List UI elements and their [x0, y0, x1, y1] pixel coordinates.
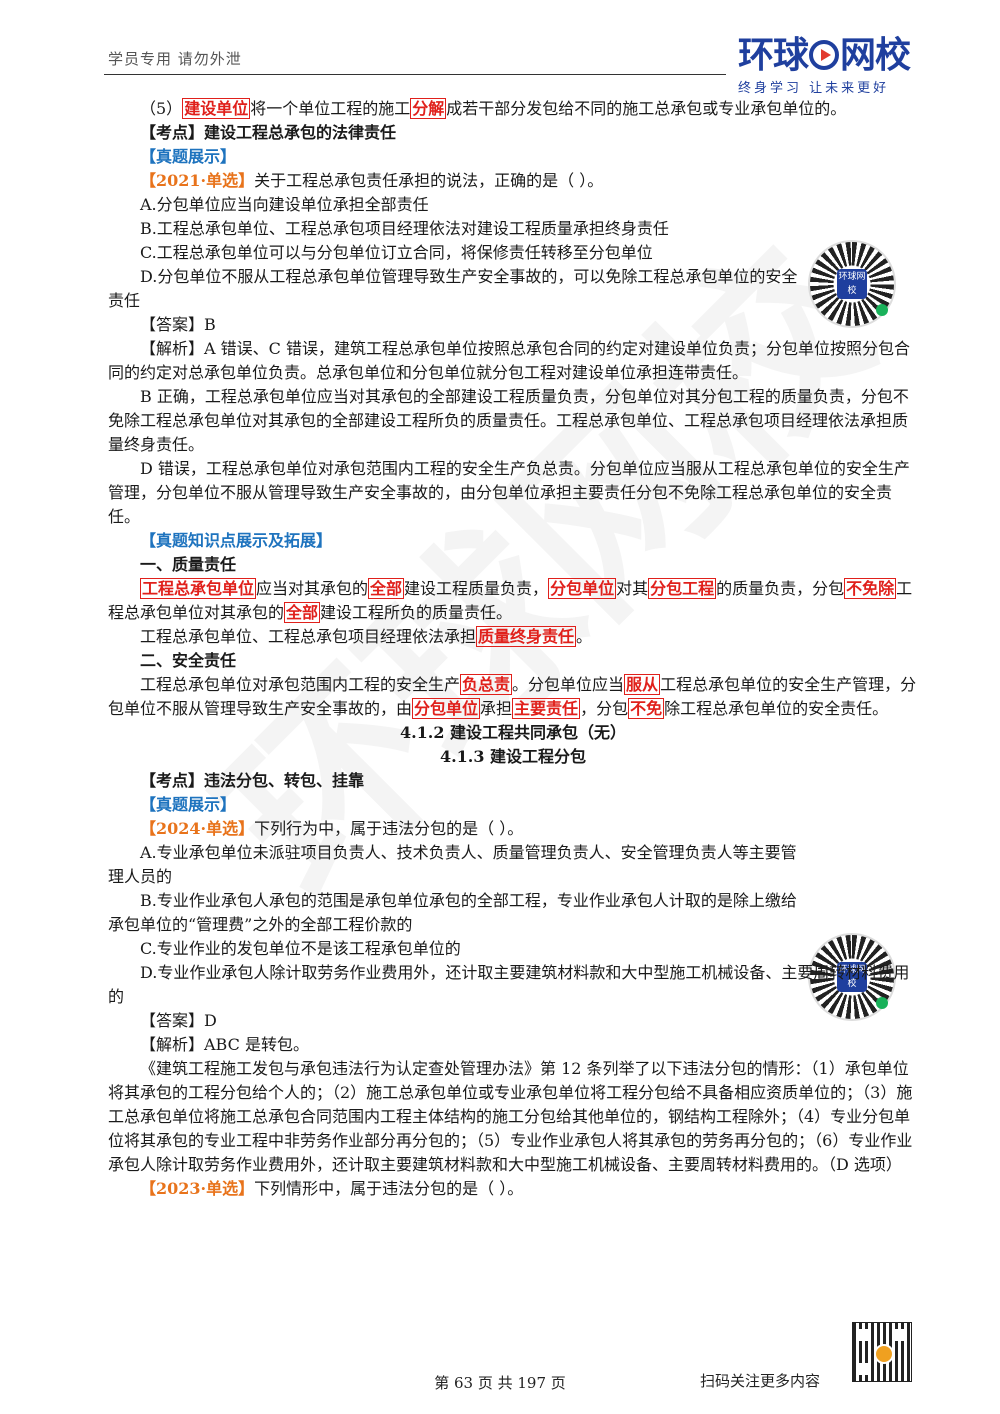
quality-paragraph: 工程总承包单位应当对其承包的全部建设工程质量负责，分包单位对其分包工程的质量负责… — [108, 578, 913, 623]
question-text: 下列行为中，属于违法分包的是（ ）。 — [254, 819, 524, 838]
section-heading-413: 4.1.3 建设工程分包 — [439, 747, 587, 766]
zhenti-heading: 【真题展示】 — [140, 147, 237, 166]
tuozhan-heading: 【真题知识点展示及拓展】 — [140, 531, 333, 550]
analysis-paragraph: 【解析】A 错误、C 错误，建筑工程总承包单位按照总承包合同的约定对建设单位负责… — [108, 339, 910, 382]
logo-text-b: 网校 — [840, 35, 911, 76]
intro-paragraph: （5）建设单位将一个单位工程的施工分解成若干部分发包给不同的施工总承包或专业承包… — [108, 97, 918, 121]
qr-badge: 环球网校 — [837, 269, 867, 299]
analysis-paragraph: B 正确，工程总承包单位应当对其承包的全部建设工程质量负责，分包单位对其分包工程… — [108, 387, 909, 454]
option-b: B.工程总承包单位、工程总承包项目经理依法对建设工程质量承担终身责任 — [140, 219, 669, 238]
option-d: D.专业作业承包人除计取劳务作业费用外，还计取主要建筑材料款和大中型施工机械设备… — [108, 963, 910, 1006]
header-notice: 学员专用 请勿外泄 — [108, 50, 242, 68]
analysis-paragraph: 【解析】ABC 是转包。 — [140, 1035, 309, 1054]
play-icon — [809, 40, 840, 70]
zhenti-heading: 【真题展示】 — [140, 795, 237, 814]
intro-text: 成若干部分发包给不同的施工总承包或专业承包单位的。 — [446, 99, 847, 118]
qr-code-2[interactable]: 环球网校 — [808, 933, 896, 1021]
footer-qr-code[interactable] — [852, 1322, 912, 1382]
kaodian-heading: 【考点】违法分包、转包、挂靠 — [140, 771, 365, 790]
answer: 【答案】D — [140, 1011, 217, 1030]
quality-paragraph: 工程总承包单位、工程总承包项目经理依法承担质量终身责任。 — [140, 626, 593, 647]
page-number: 第 63 页 共 197 页 — [434, 1374, 566, 1392]
safety-heading: 二、安全责任 — [140, 651, 237, 670]
question-text: 下列情形中，属于违法分包的是（ ）。 — [254, 1179, 524, 1198]
option-a: A.专业承包单位未派驻项目负责人、技术负责人、质量管理负责人、安全管理负责人等主… — [108, 843, 797, 886]
logo-text-a: 环球 — [738, 35, 809, 76]
question-tag: 【2023·单选】 — [140, 1179, 255, 1198]
intro-prefix: （5） — [140, 99, 183, 118]
qr-logo-icon — [874, 1344, 894, 1364]
intro-text: 将一个单位工程的施工 — [250, 99, 411, 118]
question-tag: 【2021·单选】 — [140, 171, 255, 190]
header-divider — [104, 74, 726, 75]
question-tag: 【2024·单选】 — [140, 819, 255, 838]
analysis-paragraph: D 错误，工程总承包单位对承包范围内工程的安全生产负总责。分包单位应当服从工程总… — [108, 459, 910, 526]
document-body: （5）建设单位将一个单位工程的施工分解成若干部分发包给不同的施工总承包或专业承包… — [108, 97, 918, 1201]
mini-program-icon — [876, 997, 888, 1009]
option-c: C.工程总承包单位可以与分包单位订立合同，将保修责任转移至分包单位 — [140, 243, 653, 262]
logo-slogan: 终身学习 让未来更好 — [738, 81, 890, 96]
section-heading-412: 4.1.2 建设工程共同承包（无） — [399, 723, 627, 742]
law-paragraph: 《建筑工程施工发包与承包违法行为认定查处管理办法》第 12 条列举了以下违法分包… — [108, 1059, 913, 1174]
option-c: C.专业作业的发包单位不是该工程承包单位的 — [140, 939, 461, 958]
option-a: A.分包单位应当向建设单位承担全部责任 — [140, 195, 429, 214]
qr-code-1[interactable]: 环球网校 — [808, 240, 896, 328]
highlight-term: 建设单位 — [182, 98, 251, 119]
option-d: D.分包单位不服从工程总承包单位管理导致生产安全事故的，可以免除工程总承包单位的… — [108, 267, 798, 310]
brand-logo: 环球网校 终身学习 让未来更好 — [738, 35, 918, 97]
qr-badge: 环球网校 — [837, 962, 867, 992]
option-b: B.专业作业承包人承包的范围是承包单位承包的全部工程，专业作业承包人计取的是除上… — [108, 891, 797, 934]
question-text: 关于工程总承包责任承担的说法，正确的是（ ）。 — [254, 171, 604, 190]
kaodian-heading: 【考点】建设工程总承包的法律责任 — [140, 123, 397, 142]
mini-program-icon — [876, 304, 888, 316]
answer: 【答案】B — [140, 315, 216, 334]
safety-paragraph: 工程总承包单位对承包范围内工程的安全生产负总责。分包单位应当服从工程总承包单位的… — [108, 674, 917, 719]
highlight-term: 分解 — [410, 98, 447, 119]
quality-heading: 一、质量责任 — [140, 555, 237, 574]
scan-prompt: 扫码关注更多内容 — [700, 1372, 821, 1390]
